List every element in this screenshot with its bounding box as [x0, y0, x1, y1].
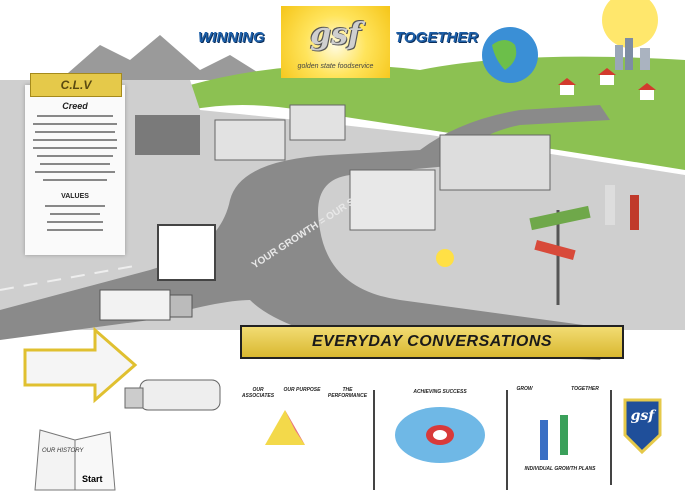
logo-subtitle: golden state foodservice — [297, 63, 374, 70]
tanker-truck — [139, 379, 221, 411]
sun-icon — [602, 0, 658, 48]
lightbulb-icon — [436, 249, 454, 267]
heading-purpose: OUR PURPOSE — [283, 387, 321, 393]
growth-plans-caption: INDIVIDUAL GROWTH PLANS — [524, 466, 596, 472]
values-title: VALUES — [61, 193, 89, 200]
heading-performance: THE PERFORMANCE — [327, 387, 368, 399]
gsf-badge — [623, 398, 662, 455]
heading-associates: OUR ASSOCIATES — [241, 387, 275, 399]
book-title: OUR HISTORY — [42, 448, 84, 454]
gsf-logo: gsf golden state foodservice — [281, 6, 390, 78]
creed-title: Creed — [62, 101, 88, 111]
history-book — [34, 429, 76, 491]
mountains — [60, 35, 270, 80]
book-start: Start — [82, 474, 103, 484]
badge-logo: gsf — [630, 408, 655, 424]
office-building — [349, 169, 436, 231]
handshake-arrow — [23, 326, 138, 404]
billboard — [157, 224, 216, 281]
clv-panel — [25, 85, 125, 255]
divider — [610, 390, 612, 485]
heading-together: TOGETHER — [571, 386, 599, 392]
logo-mark: gsf — [310, 17, 361, 52]
slogan-together: TOGETHER — [395, 29, 479, 46]
heading-achieving-success: ACHIEVING SUCCESS — [413, 389, 467, 395]
divider — [506, 390, 508, 490]
divider — [373, 390, 375, 490]
clv-banner: C.L.V — [30, 73, 122, 97]
everyday-conversations-banner: EVERYDAY CONVERSATIONS — [240, 325, 624, 359]
heading-grow: GROW — [516, 386, 533, 392]
slogan-winning: WINNING — [198, 29, 265, 46]
truck — [99, 289, 171, 321]
